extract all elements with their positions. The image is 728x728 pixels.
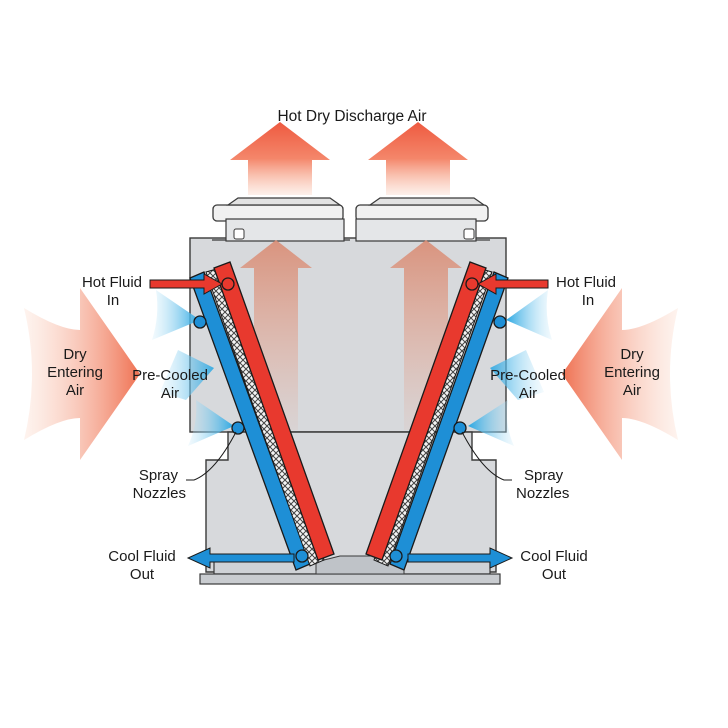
label-pre-cooled-air-right: Pre-Cooled Air xyxy=(486,367,570,403)
label-line: Air xyxy=(65,382,85,399)
label-line: Air xyxy=(160,385,180,402)
label-line: Air xyxy=(622,382,642,399)
label-line: Pre-Cooled xyxy=(490,367,566,384)
coil-left xyxy=(189,261,335,571)
label-dry-entering-air-left: Dry Entering Air xyxy=(40,346,110,400)
label-line: Cool Fluid xyxy=(520,548,588,565)
dry-air-arrow-icon xyxy=(562,288,678,460)
label-line: Dry xyxy=(620,346,644,363)
hot-air-arrow-icon xyxy=(230,122,330,195)
label-line: Nozzles xyxy=(132,485,186,502)
title-hot-dry-discharge-air: Hot Dry Discharge Air xyxy=(277,108,427,125)
label-line: Hot Fluid xyxy=(81,274,142,291)
label-line: In xyxy=(581,292,595,309)
label-line: Dry xyxy=(63,346,87,363)
dry-air-arrow-icon xyxy=(24,288,140,460)
label-line: Cool Fluid xyxy=(108,548,176,565)
label-pre-cooled-air-left: Pre-Cooled Air xyxy=(128,367,212,403)
leader-line xyxy=(461,431,512,481)
fan-left xyxy=(212,197,350,242)
label-spray-nozzles-left: Spray Nozzles xyxy=(110,467,186,503)
fluid-arrow-icon xyxy=(407,547,514,569)
label-cool-fluid-out-left: Cool Fluid Out xyxy=(100,548,184,584)
hot-air-arrow-icon xyxy=(368,122,468,195)
spray-cone-icon xyxy=(468,290,552,446)
label-line: Hot Fluid xyxy=(556,274,617,291)
coil-right xyxy=(365,261,509,571)
label-line: Out xyxy=(129,566,155,583)
label-line: Spray xyxy=(524,467,564,484)
label-line: Nozzles xyxy=(516,485,570,502)
fluid-arrow-icon xyxy=(149,273,224,295)
fluid-arrow-icon xyxy=(476,273,549,295)
label-hot-fluid-in-left: Hot Fluid In xyxy=(60,274,142,310)
spray-cone-icon xyxy=(152,290,234,446)
label-line: In xyxy=(106,292,120,309)
label-hot-fluid-in-right: Hot Fluid In xyxy=(556,274,646,310)
label-line: Entering xyxy=(604,364,660,381)
label-spray-nozzles-right: Spray Nozzles xyxy=(516,467,596,503)
label-line: Pre-Cooled xyxy=(132,367,208,384)
fluid-arrow-icon xyxy=(186,547,295,569)
label-cool-fluid-out-right: Cool Fluid Out xyxy=(512,548,596,584)
leader-line xyxy=(186,431,237,481)
label-line: Spray xyxy=(138,467,178,484)
label-dry-entering-air-right: Dry Entering Air xyxy=(596,346,668,400)
label-line: Entering xyxy=(47,364,103,381)
fan-right xyxy=(355,197,490,242)
label-line: Air xyxy=(518,385,538,402)
label-line: Out xyxy=(541,566,567,583)
